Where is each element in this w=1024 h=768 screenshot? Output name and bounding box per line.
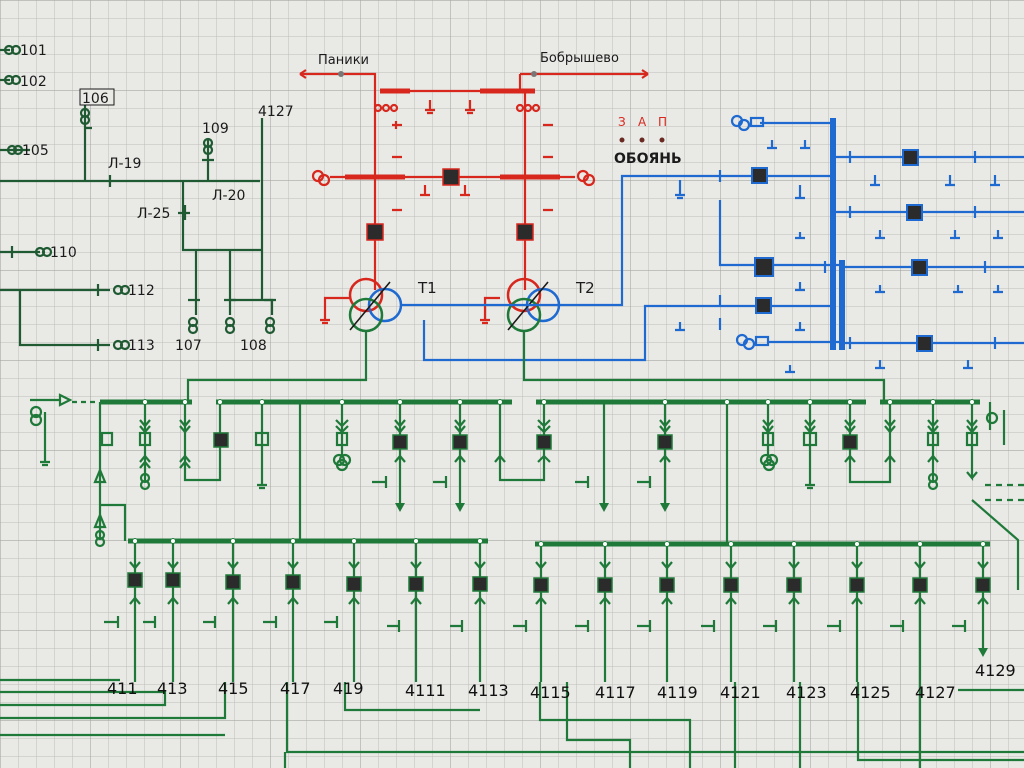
feeder-label: 413 [157, 679, 188, 698]
line-label: Л-20 [212, 188, 245, 204]
feeder-label: 415 [218, 679, 249, 698]
node-label: 101 [20, 43, 47, 59]
indicator-label: З [618, 115, 626, 129]
transformer-label: T2 [575, 279, 595, 297]
node-label: 105 [22, 143, 49, 159]
feeder-labels: 411 413 415 417 419 4111 4113 4115 4117 … [107, 661, 1016, 702]
feeder-label: 4125 [850, 683, 891, 702]
line-label: Л-25 [137, 206, 170, 222]
medium-voltage-section [402, 114, 1024, 374]
node-label: 113 [128, 338, 155, 354]
substation-name: ОБОЯНЬ [614, 151, 682, 167]
node-label: 112 [128, 283, 155, 299]
circuit-breakers-mv [751, 149, 933, 352]
node-label: 102 [20, 74, 47, 90]
line-label: Л-19 [108, 156, 141, 172]
feeder-label: 4127 [915, 683, 956, 702]
low-voltage-section [0, 331, 1024, 768]
left-network-labels: 101 102 106 109 4127 105 Л-19 Л-20 Л-25 … [20, 43, 294, 354]
node-label: 110 [50, 245, 77, 261]
feeder-label: 4119 [657, 683, 698, 702]
incoming-line-label: Бобрышево [540, 51, 619, 66]
indicator-panel: З А П ОБОЯНЬ [614, 115, 682, 167]
node-label: 108 [240, 338, 267, 354]
node-label: 109 [202, 121, 229, 137]
feeder-label: 4121 [720, 683, 761, 702]
indicator-label: А [638, 115, 647, 129]
high-voltage-section [299, 69, 649, 325]
indicator-label: П [658, 115, 667, 129]
transformer-label: T1 [417, 279, 437, 297]
feeder-label: 4123 [786, 683, 827, 702]
feeder-label: 417 [280, 679, 311, 698]
node-label: 106 [82, 91, 109, 107]
feeder-arrows [395, 503, 988, 657]
feeder-label: 4117 [595, 683, 636, 702]
incoming-line-label: Паники [318, 53, 369, 68]
node-label: 4127 [258, 104, 294, 120]
feeder-label: 4111 [405, 681, 446, 700]
feeder-label: 4129 [975, 661, 1016, 680]
feeder-label: 419 [333, 679, 364, 698]
transformer-t1 [348, 277, 403, 333]
feeder-label: 411 [107, 679, 138, 698]
feeder-label: 4115 [530, 683, 571, 702]
feeder-label: 4113 [468, 681, 509, 700]
node-label: 107 [175, 338, 202, 354]
circuit-breakers-hv [366, 168, 534, 241]
circuit-breakers-lv [127, 432, 991, 593]
left-distribution-network [0, 44, 276, 351]
